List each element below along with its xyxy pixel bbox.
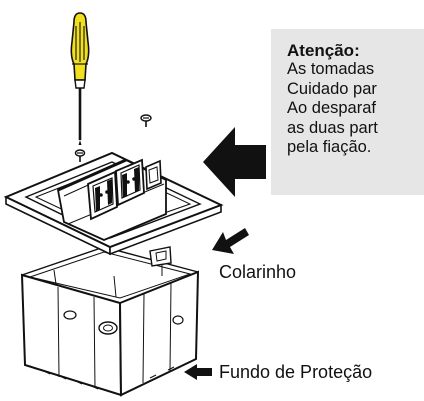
note-line: As tomadas bbox=[287, 60, 375, 78]
screw-right bbox=[140, 114, 152, 127]
note-line: Ao desparaf bbox=[287, 99, 376, 117]
attention-note: Atenção: As tomadas Cuidado par Ao despa… bbox=[271, 29, 424, 195]
protection-bottom-label: Fundo de Proteção bbox=[219, 362, 373, 382]
screw-left bbox=[74, 149, 86, 162]
collar-arrow-icon bbox=[212, 228, 249, 254]
note-line: as duas part bbox=[287, 118, 378, 137]
switch-module bbox=[145, 159, 162, 191]
protection-bottom-box bbox=[20, 246, 200, 397]
note-line: pela fiação. bbox=[287, 138, 372, 156]
socket-outlet-2 bbox=[115, 158, 145, 207]
screwdriver-collar bbox=[74, 79, 86, 89]
big-left-arrow-icon bbox=[203, 127, 266, 197]
cable-clip bbox=[149, 246, 172, 267]
note-title: Atenção: bbox=[287, 41, 360, 60]
connector-posts bbox=[53, 246, 172, 298]
collar-label: Colarinho bbox=[219, 262, 297, 282]
note-line: Cuidado par bbox=[287, 79, 377, 98]
socket-lid bbox=[56, 158, 167, 241]
box-right-face bbox=[118, 270, 200, 397]
screwdriver bbox=[70, 12, 90, 145]
socket-outlet-1 bbox=[87, 170, 118, 221]
bottom-arrow-icon bbox=[184, 364, 212, 380]
box-left-face bbox=[20, 273, 123, 397]
